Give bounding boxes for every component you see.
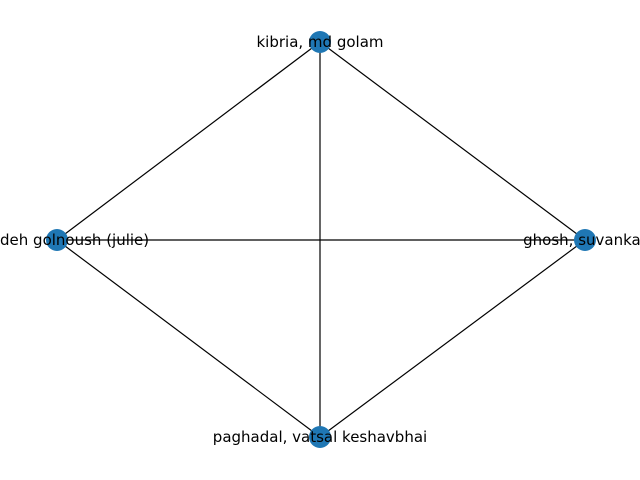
node-label-seyedeh: seyedeh golnoush (julie) [0,231,149,249]
nodes-layer [46,31,596,448]
edge-ghosh-paghadal [319,239,586,438]
edge-kibria-ghosh [319,41,586,241]
edge-kibria-seyedeh [56,41,321,241]
node-seyedeh [46,229,68,251]
node-label-kibria: kibria, md golam [256,33,383,51]
edge-seyedeh-paghadal [56,239,321,438]
node-label-paghadal: paghadal, vatsal keshavbhai [213,428,427,446]
node-label-ghosh: ghosh, suvankar [523,231,640,249]
node-paghadal [309,426,331,448]
edges-layer [56,41,586,438]
node-kibria [309,31,331,53]
node-ghosh [574,229,596,251]
labels-layer: kibria, md golam ghosh, suvankar paghadal,… [0,33,640,446]
